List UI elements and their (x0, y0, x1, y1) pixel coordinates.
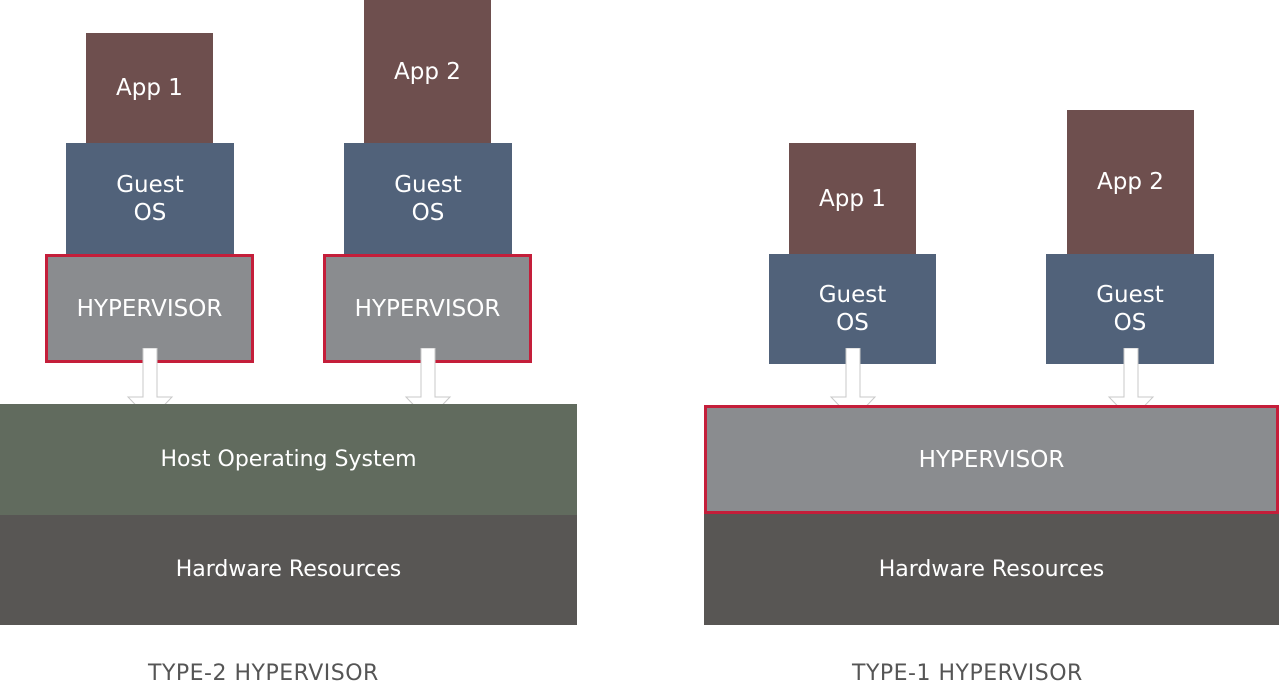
type2-hypervisor-1-box: HYPERVISOR (45, 254, 254, 363)
type1-caption: TYPE-1 HYPERVISOR (852, 661, 1083, 686)
type2-hypervisor-2-box: HYPERVISOR (323, 254, 532, 363)
type1-hardware-resources-box: Hardware Resources (704, 514, 1279, 625)
host-operating-system-box: Host Operating System (0, 404, 577, 515)
type2-guest-os-2-box: Guest OS (344, 143, 512, 254)
type2-guest-os-1-box: Guest OS (66, 143, 234, 254)
type2-hardware-resources-box: Hardware Resources (0, 515, 577, 625)
type2-app2-box: App 2 (364, 0, 491, 143)
type2-caption: TYPE-2 HYPERVISOR (148, 661, 379, 686)
type1-app2-box: App 2 (1067, 110, 1194, 254)
type1-guest-os-1-box: Guest OS (769, 254, 936, 364)
type1-hypervisor-box: HYPERVISOR (704, 405, 1279, 514)
type1-guest-os-2-box: Guest OS (1046, 254, 1214, 364)
type2-app1-box: App 1 (86, 33, 213, 143)
type1-app1-box: App 1 (789, 143, 916, 254)
